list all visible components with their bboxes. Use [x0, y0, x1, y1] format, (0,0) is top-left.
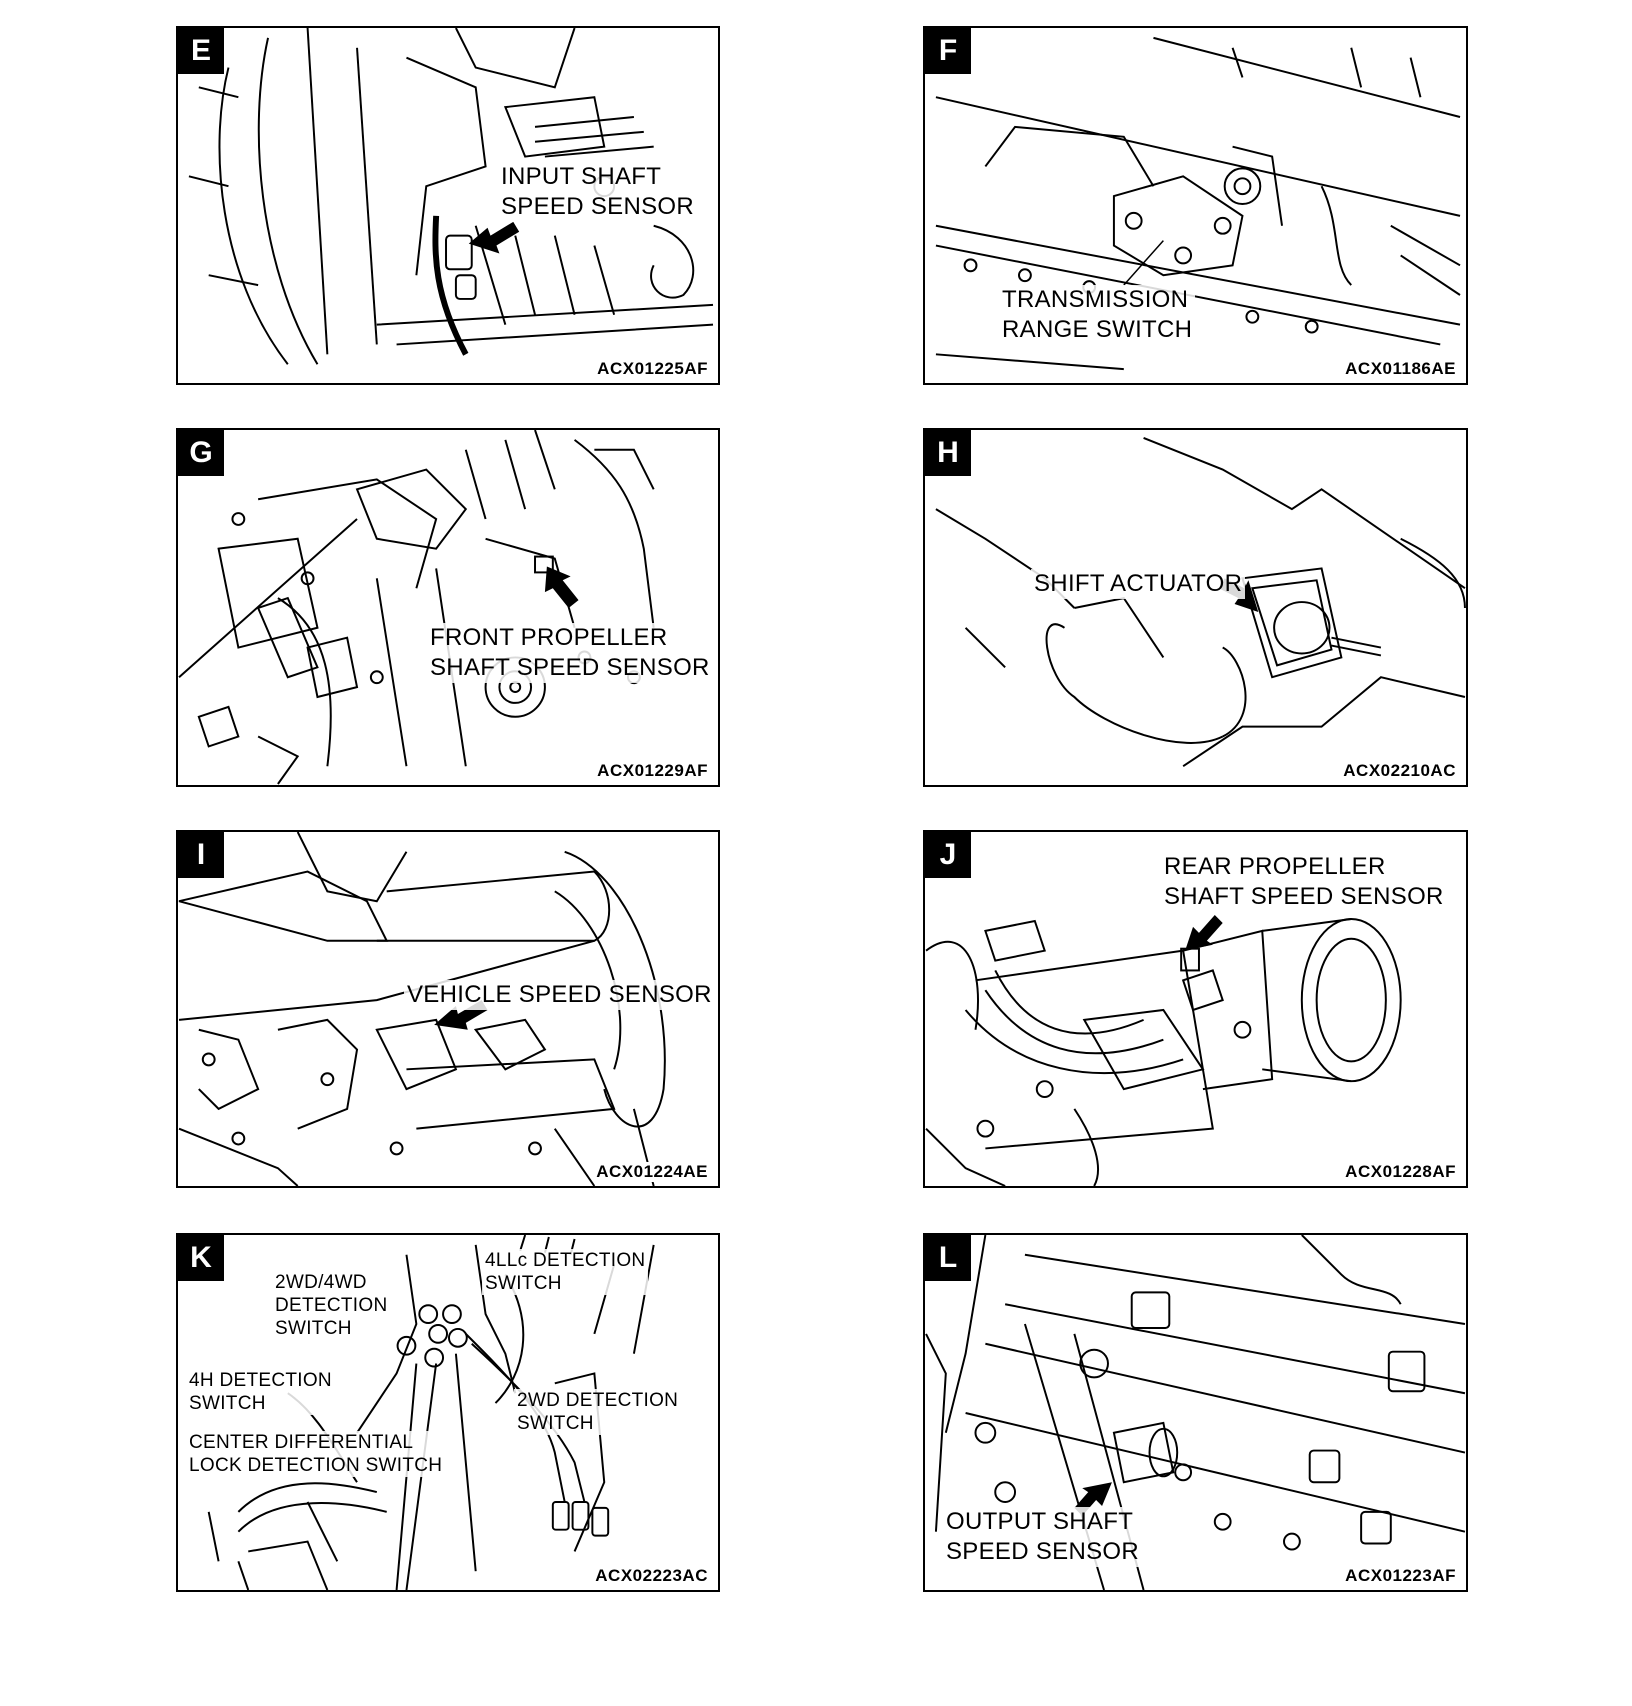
- panel-letter: G: [178, 430, 224, 476]
- figure-code: ACX01229AF: [595, 761, 710, 781]
- panel-letter: K: [178, 1235, 224, 1281]
- figure-code: ACX01228AF: [1343, 1162, 1458, 1182]
- callout-vehicle-speed-sensor: VEHICLE SPEED SENSOR: [404, 980, 715, 1010]
- callout-front-propeller-shaft-speed-sensor: FRONT PROPELLER SHAFT SPEED SENSOR: [427, 623, 713, 683]
- panel-letter: E: [178, 28, 224, 74]
- figure-code: ACX02210AC: [1341, 761, 1458, 781]
- panel-i: I VEHICLE SPEED SENSOR ACX01224AE: [176, 830, 720, 1188]
- panel-letter: H: [925, 430, 971, 476]
- panel-h: H SHIFT ACTUATOR ACX02210AC: [923, 428, 1468, 787]
- figure-code: ACX01186AE: [1343, 359, 1458, 379]
- vehicle-speed-illustration: [178, 832, 666, 1186]
- panel-f: F TRANSMISSION RANGE SWITCH ACX01186AE: [923, 26, 1468, 385]
- panel-letter: L: [925, 1235, 971, 1281]
- callout-4llc-detection-switch: 4LLc DETECTION SWITCH: [482, 1249, 649, 1295]
- figure-code: ACX01223AF: [1343, 1566, 1458, 1586]
- figure-code: ACX01224AE: [594, 1162, 710, 1182]
- figure-code: ACX01225AF: [595, 359, 710, 379]
- callout-transmission-range-switch: TRANSMISSION RANGE SWITCH: [999, 285, 1196, 345]
- arrow-icon: [544, 566, 579, 608]
- panel-g: G FRONT PROPELLER SHAFT SPEED SENSOR ACX…: [176, 428, 720, 787]
- callout-shift-actuator: SHIFT ACTUATOR: [1031, 569, 1246, 599]
- arrow-icon: [468, 221, 520, 254]
- panel-e: E INPUT SHAFT SPEED SENSOR ACX01225AF: [176, 26, 720, 385]
- input-shaft-illustration: [188, 28, 714, 365]
- callout-input-shaft-speed-sensor: INPUT SHAFT SPEED SENSOR: [498, 162, 697, 222]
- panel-letter: F: [925, 28, 971, 74]
- callout-output-shaft-speed-sensor: OUTPUT SHAFT SPEED SENSOR: [943, 1507, 1142, 1567]
- panel-l: L OUTPUT SHAFT SPEED SENSOR ACX01223AF: [923, 1233, 1468, 1592]
- figure-code: ACX02223AC: [593, 1566, 710, 1586]
- callout-2wd-detection-switch: 2WD DETECTION SWITCH: [514, 1389, 682, 1435]
- panel-letter: I: [178, 832, 224, 878]
- range-switch-illustration: [935, 36, 1461, 371]
- callout-4h-detection-switch: 4H DETECTION SWITCH: [186, 1369, 335, 1415]
- arrow-icon: [1218, 578, 1259, 612]
- callout-2wd-4wd-detection-switch: 2WD/4WD DETECTION SWITCH: [272, 1271, 391, 1340]
- callout-rear-propeller-shaft-speed-sensor: REAR PROPELLER SHAFT SPEED SENSOR: [1161, 852, 1447, 912]
- panel-k: K 4LLc DETECTION SWITCH 2WD/4WD DETECTIO…: [176, 1233, 720, 1592]
- rear-propeller-illustration: [925, 918, 1402, 1186]
- panel-j: J REAR PROPELLER SHAFT SPEED SENSOR ACX0…: [923, 830, 1468, 1188]
- arrow-icon: [1185, 915, 1223, 951]
- panel-letter: J: [925, 832, 971, 878]
- callout-center-differential-lock-detection-switch: CENTER DIFFERENTIAL LOCK DETECTION SWITC…: [186, 1431, 446, 1477]
